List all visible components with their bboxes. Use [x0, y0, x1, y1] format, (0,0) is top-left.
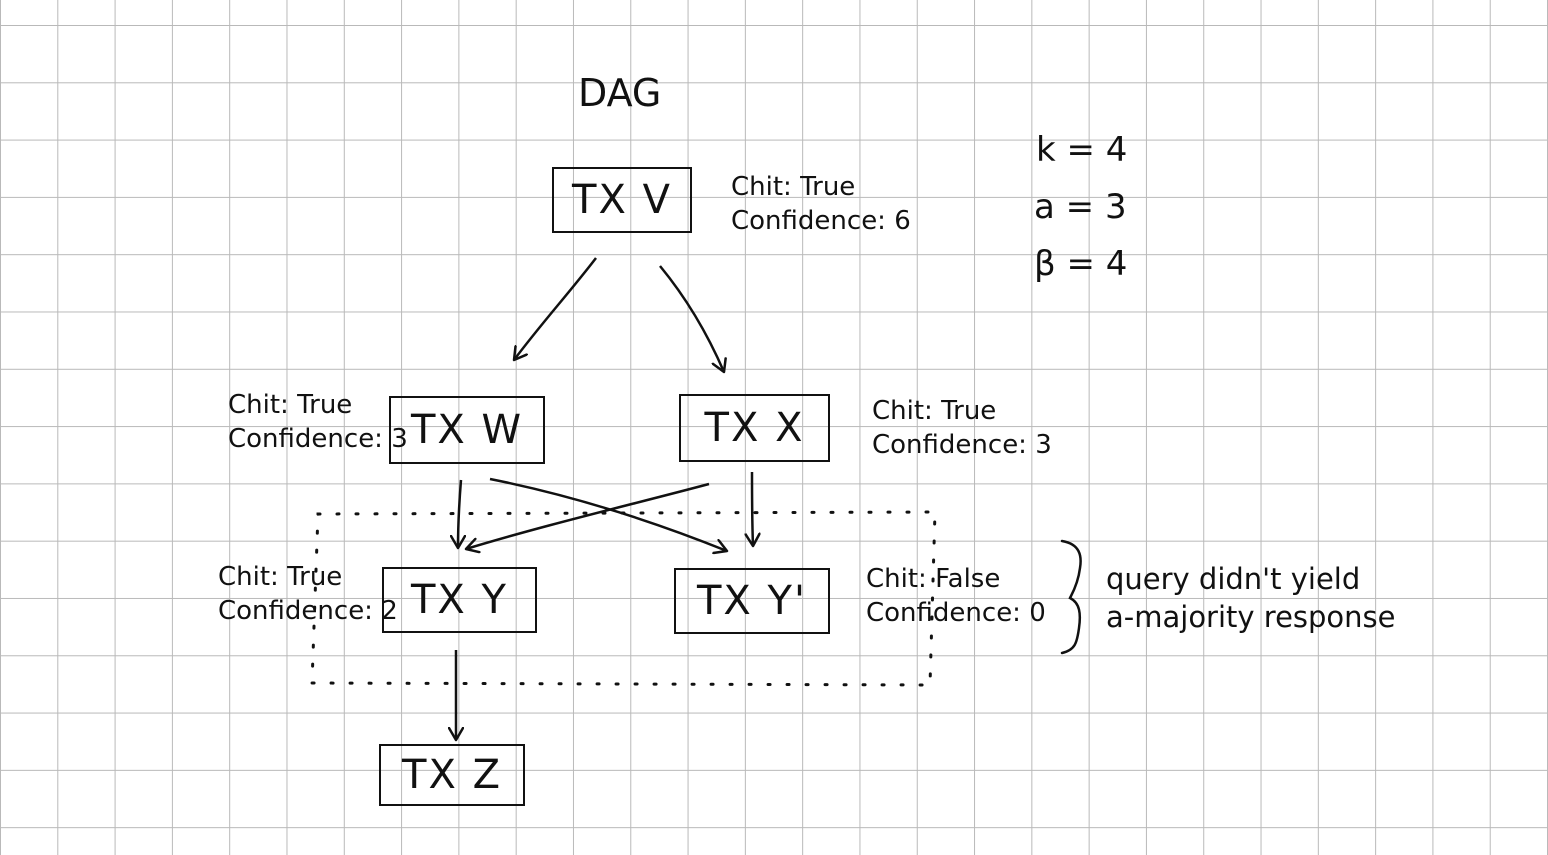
confidence-text: Confidence: 0 — [866, 598, 1046, 628]
edge-x-to-y — [466, 482, 710, 549]
param-a: a = 3 — [1034, 187, 1127, 227]
chit-text: Chit: True — [228, 390, 353, 420]
conflict-set-outline — [310, 510, 937, 687]
node-tx-z: TX Z — [379, 744, 525, 806]
conflict-note: query didn't yield a-majority response — [1106, 560, 1396, 636]
chit-text: Chit: True — [731, 172, 856, 202]
param-beta: β = 4 — [1034, 244, 1128, 284]
edge-v-to-x — [659, 265, 724, 372]
node-x-meta: Chit: True Confidence: 3 — [872, 394, 1052, 462]
note-line-1: query didn't yield — [1106, 562, 1361, 596]
chit-text: Chit: True — [218, 562, 343, 592]
node-label: TX X — [704, 405, 805, 451]
node-tx-w: TX W — [389, 396, 545, 464]
node-y-prime-meta: Chit: False Confidence: 0 — [866, 562, 1046, 630]
param-k: k = 4 — [1036, 130, 1128, 170]
diagram-title: DAG — [578, 71, 662, 115]
chit-text: Chit: False — [866, 564, 1001, 594]
note-line-2: a-majority response — [1106, 600, 1396, 634]
edge-x-to-y-prime — [752, 471, 753, 546]
node-v-meta: Chit: True Confidence: 6 — [731, 170, 911, 238]
node-w-meta: Chit: True Confidence: 3 — [228, 388, 408, 456]
node-y-meta: Chit: True Confidence: 2 — [218, 560, 398, 628]
node-label: TX Y — [411, 577, 508, 623]
node-label: TX V — [572, 177, 672, 223]
confidence-text: Confidence: 6 — [731, 206, 911, 236]
node-tx-x: TX X — [679, 394, 830, 462]
node-tx-v: TX V — [552, 167, 692, 233]
confidence-text: Confidence: 3 — [872, 430, 1052, 460]
node-label: TX Y' — [697, 578, 807, 624]
edge-w-to-y — [458, 479, 461, 548]
confidence-text: Confidence: 2 — [218, 596, 398, 626]
node-label: TX W — [410, 407, 524, 453]
chit-text: Chit: True — [872, 396, 997, 426]
node-tx-y: TX Y — [382, 567, 537, 633]
node-label: TX Z — [402, 752, 502, 798]
edge-w-to-y-prime — [489, 477, 727, 551]
confidence-text: Confidence: 3 — [228, 424, 408, 454]
node-tx-y-prime: TX Y' — [674, 568, 830, 634]
edge-v-to-w — [514, 257, 597, 360]
note-brace — [1060, 539, 1082, 655]
